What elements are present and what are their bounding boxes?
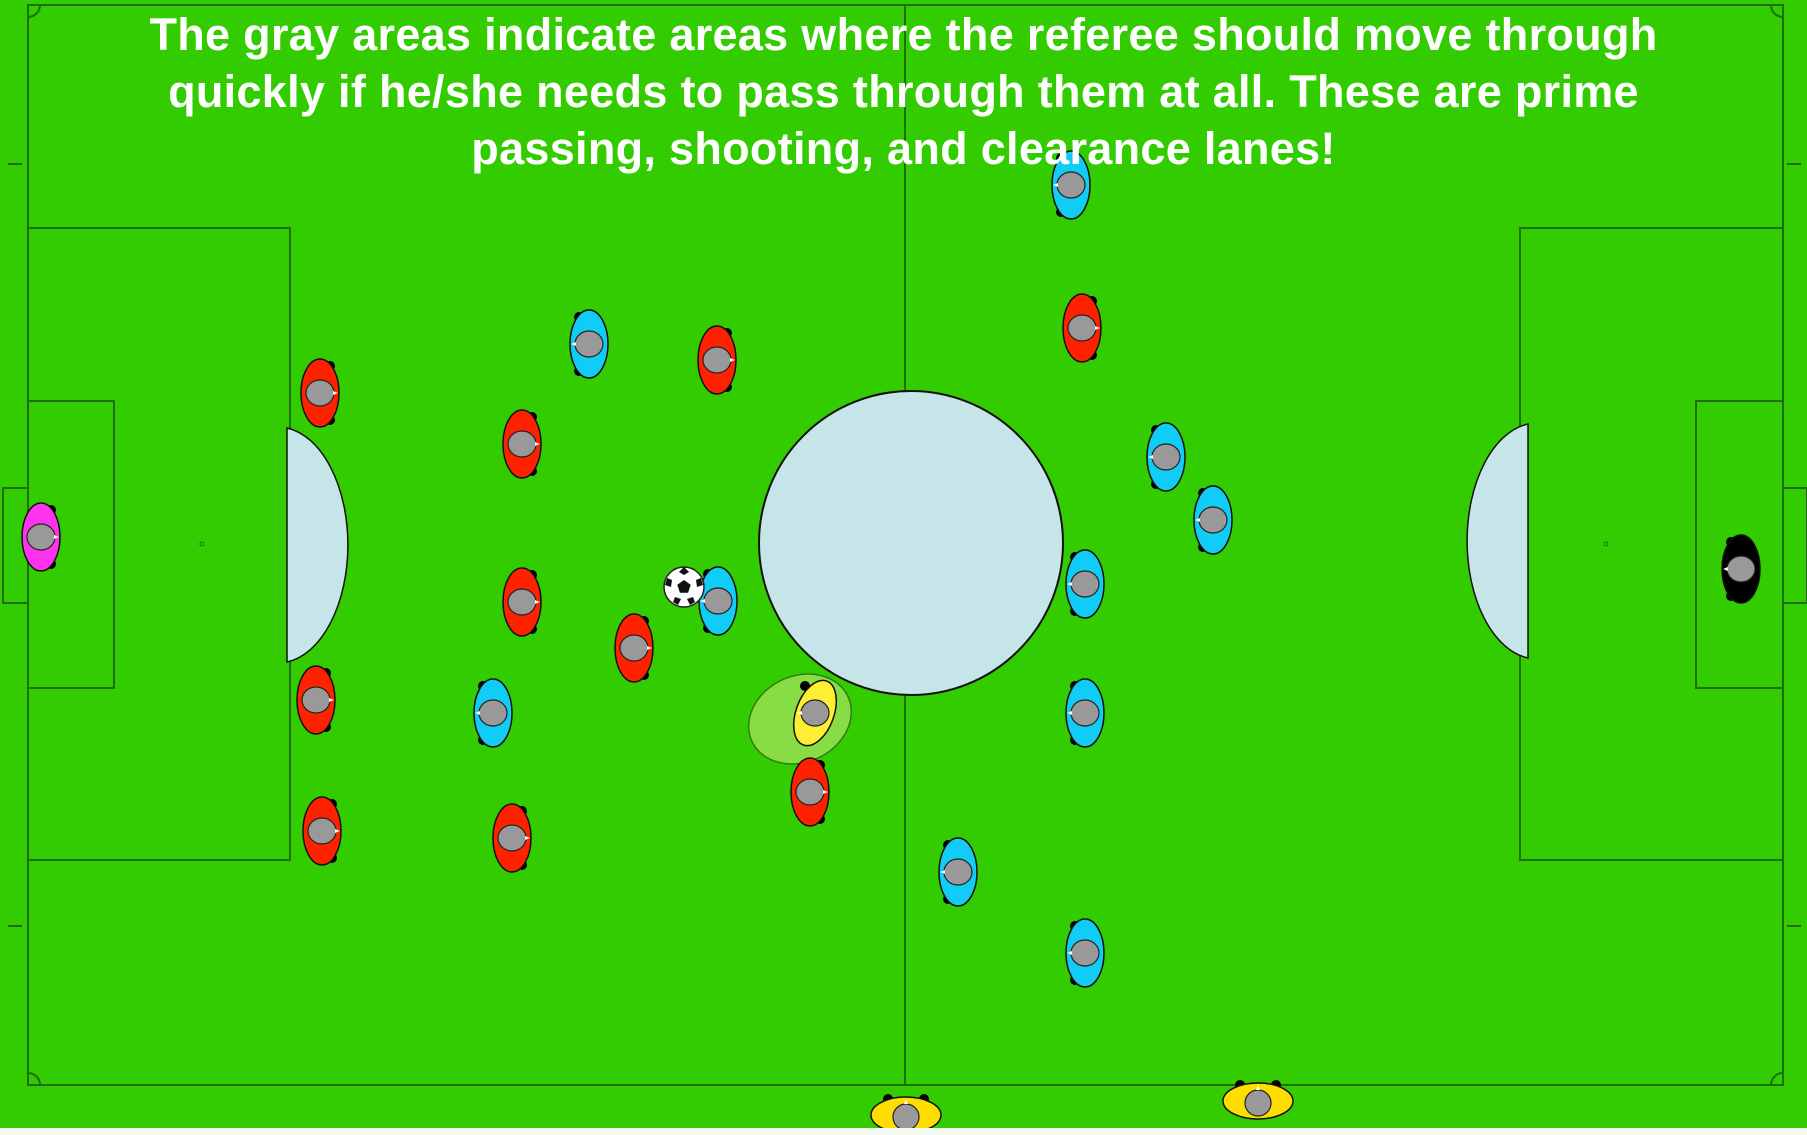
- no-go-zones: [286, 390, 1529, 696]
- left-penalty-spot: [199, 541, 205, 547]
- blue-player-icon: [1065, 549, 1105, 619]
- left-arc-zone: [286, 427, 349, 663]
- blue-player-icon: [569, 309, 609, 379]
- bottom-strip: [0, 1128, 1807, 1135]
- red-player-icon: [296, 665, 336, 735]
- red-player-icon: [302, 796, 342, 866]
- red-player-icon: [614, 613, 654, 683]
- blue-player-icon: [938, 837, 978, 907]
- right-goal: [1782, 487, 1807, 604]
- red-player-icon: [502, 409, 542, 479]
- assistant-referee-icon: [870, 1094, 942, 1134]
- blue-player-icon: [1065, 678, 1105, 748]
- goalkeeper-left-icon: [21, 502, 61, 572]
- right-penalty-spot: [1603, 541, 1609, 547]
- blue-player-icon: [1146, 422, 1186, 492]
- blue-player-icon: [698, 566, 738, 636]
- red-player-icon: [300, 358, 340, 428]
- blue-player-icon: [1065, 918, 1105, 988]
- center-circle-zone: [758, 390, 1064, 696]
- corner-arc-bottom-left: [27, 1072, 41, 1086]
- blue-player-icon: [1051, 150, 1091, 220]
- corner-arc-top-left: [27, 4, 41, 18]
- red-player-icon: [1062, 293, 1102, 363]
- blue-player-icon: [1193, 485, 1233, 555]
- red-player-icon: [697, 325, 737, 395]
- right-arc-zone: [1466, 423, 1529, 659]
- corner-arc-bottom-right: [1770, 1072, 1784, 1086]
- assistant-referee-icon: [1222, 1080, 1294, 1120]
- referee-icon: [792, 679, 838, 747]
- corner-arc-top-right: [1770, 4, 1784, 18]
- players-layer: [21, 150, 1761, 1134]
- soccer-ball-icon: [663, 566, 705, 608]
- goalkeeper-right-icon: [1721, 534, 1761, 604]
- red-player-icon: [790, 757, 830, 827]
- blue-player-icon: [473, 678, 513, 748]
- red-player-icon: [492, 803, 532, 873]
- red-player-icon: [502, 567, 542, 637]
